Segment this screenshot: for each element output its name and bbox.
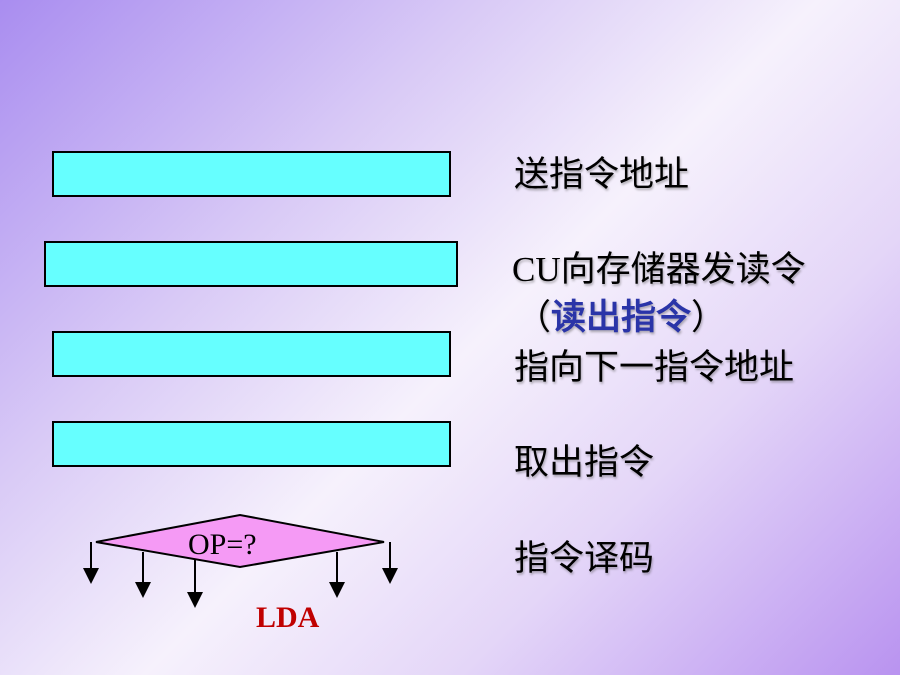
step-label-2-note: （读出指令） — [516, 301, 726, 336]
decision-diamond — [95, 513, 385, 569]
step-box-4 — [52, 421, 451, 467]
step-text-2: 向存储器发读令 — [560, 250, 806, 290]
step-box-3 — [52, 331, 451, 377]
step-note-highlight: 读出指令 — [551, 298, 692, 338]
step-label-4: 取出指令 — [514, 446, 654, 481]
step-text-3: 指向下一指令地址 — [514, 348, 795, 388]
step-text-1: 送指令地址 — [514, 155, 690, 195]
branch-label-lda: LDA — [256, 601, 320, 634]
step-label-5: 指令译码 — [514, 542, 654, 577]
step-box-1 — [52, 151, 451, 197]
step-label-2: CU向存储器发读令 — [512, 252, 806, 288]
decision-text: OP=? — [188, 528, 257, 561]
step-label-3: 指向下一指令地址 — [514, 351, 794, 386]
paren-close: ） — [691, 298, 727, 338]
step-text-5: 指令译码 — [514, 539, 655, 579]
step-text-2-prefix: CU — [512, 250, 561, 289]
step-box-2 — [44, 241, 458, 287]
step-label-1: 送指令地址 — [514, 158, 689, 193]
step-text-4: 取出指令 — [514, 443, 655, 483]
paren-open: （ — [516, 298, 552, 338]
